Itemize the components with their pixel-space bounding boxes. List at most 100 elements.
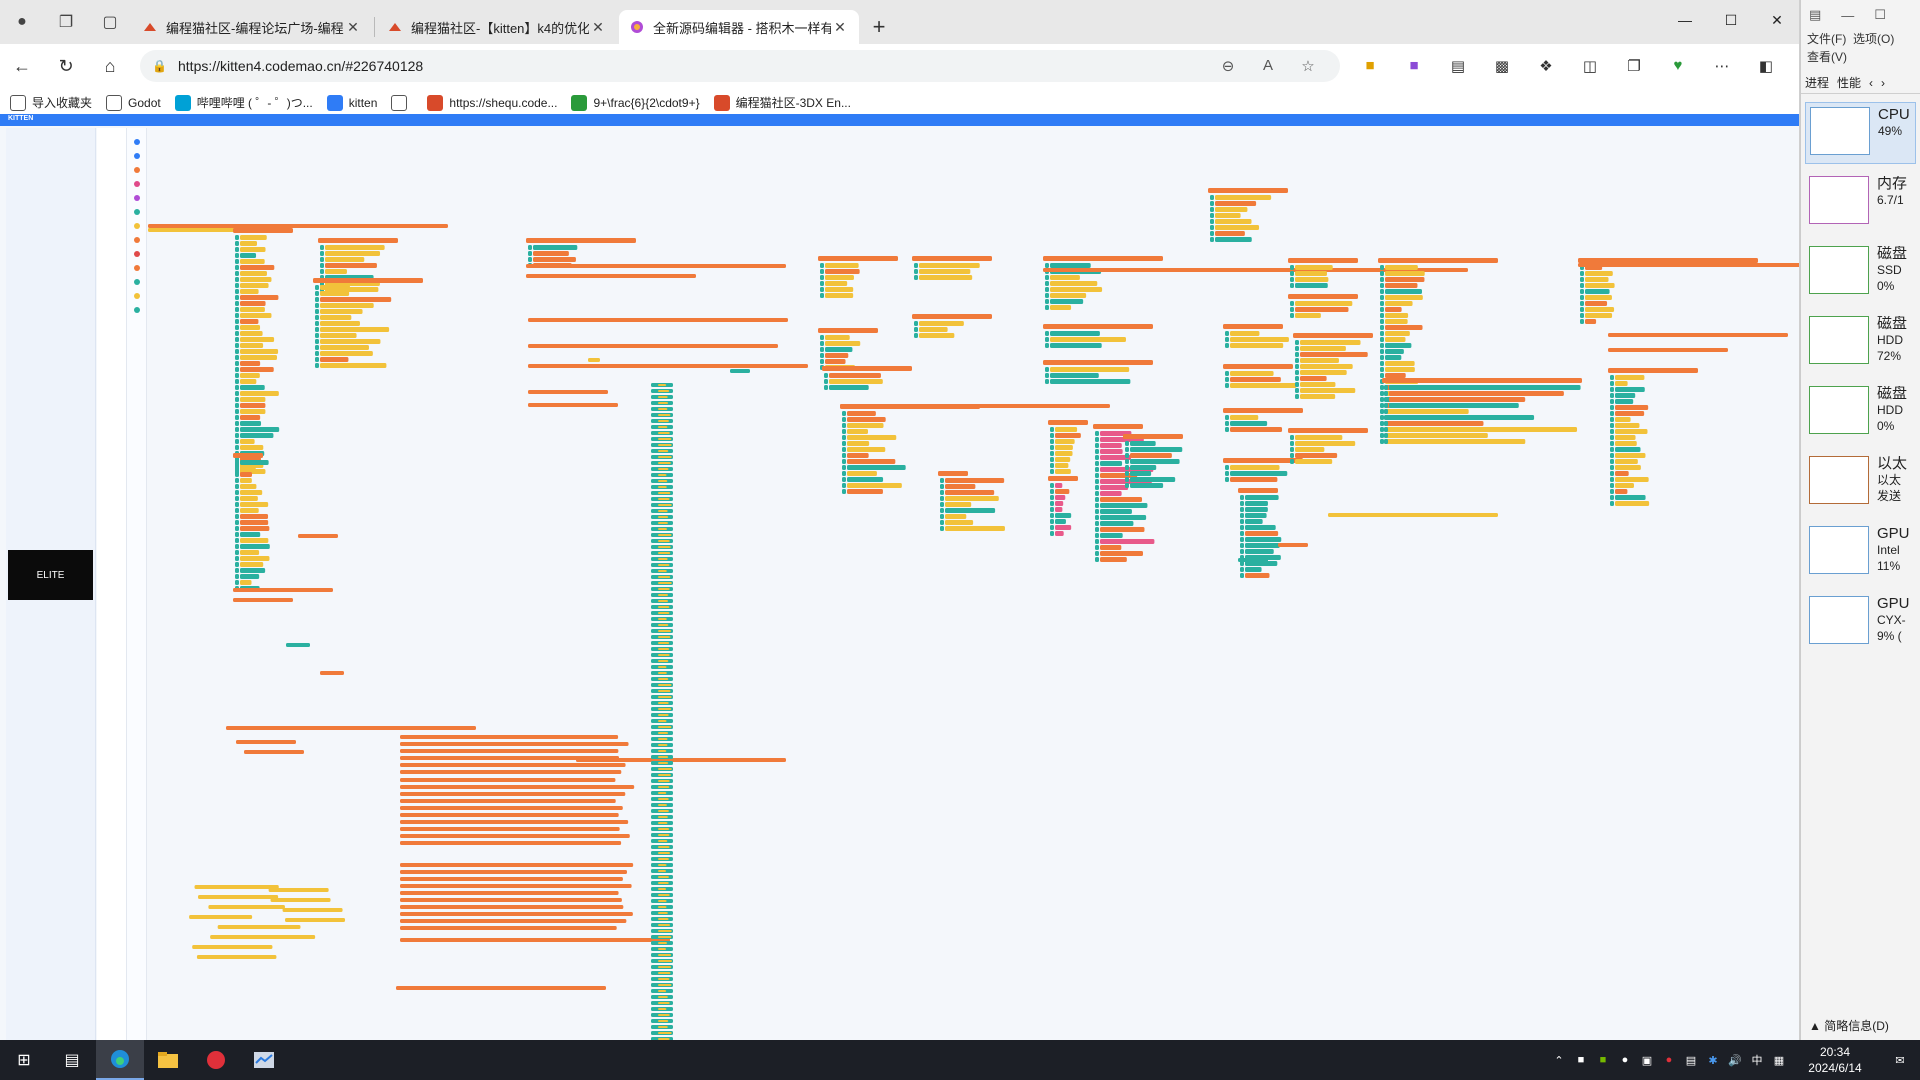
code-block[interactable]: [1100, 455, 1131, 460]
scroll-right-icon[interactable]: ›: [1881, 75, 1886, 90]
code-block[interactable]: [268, 888, 329, 892]
code-block[interactable]: [1615, 477, 1649, 482]
extension-icon[interactable]: ▩: [1494, 58, 1510, 75]
code-block[interactable]: [1380, 409, 1384, 414]
code-block[interactable]: [1095, 473, 1099, 478]
code-block[interactable]: [658, 960, 672, 962]
code-block[interactable]: [320, 351, 373, 356]
code-block[interactable]: [315, 285, 319, 290]
qq-icon[interactable]: ●: [1621, 1054, 1629, 1066]
code-block[interactable]: [820, 287, 824, 292]
code-block[interactable]: [914, 321, 918, 326]
code-block[interactable]: [320, 297, 392, 302]
code-block[interactable]: [1095, 479, 1099, 484]
code-block[interactable]: [658, 936, 672, 938]
code-block[interactable]: [1050, 293, 1087, 298]
code-block[interactable]: [1295, 370, 1299, 375]
code-block[interactable]: [658, 570, 667, 572]
code-block[interactable]: [1225, 465, 1229, 470]
file-explorer-icon[interactable]: [144, 1040, 192, 1080]
code-block[interactable]: [1125, 471, 1129, 476]
code-block[interactable]: [842, 447, 846, 452]
code-block[interactable]: [240, 337, 275, 342]
code-block[interactable]: [1050, 495, 1054, 500]
code-block[interactable]: [1295, 313, 1321, 318]
code-block[interactable]: [658, 618, 667, 620]
code-block[interactable]: [1055, 483, 1063, 488]
code-block[interactable]: [658, 582, 672, 584]
code-block[interactable]: [1380, 319, 1384, 324]
code-block[interactable]: [1240, 537, 1244, 542]
code-block[interactable]: [1245, 567, 1262, 572]
code-block[interactable]: [1615, 483, 1634, 488]
code-block[interactable]: [1095, 533, 1099, 538]
code-block[interactable]: [1240, 495, 1244, 500]
ime-indicator[interactable]: 中: [1751, 1055, 1763, 1067]
code-block[interactable]: [1385, 301, 1413, 306]
code-block[interactable]: [1385, 295, 1423, 300]
code-block[interactable]: [240, 532, 261, 537]
code-block[interactable]: [658, 684, 672, 686]
code-block[interactable]: [658, 738, 668, 740]
code-block[interactable]: [240, 397, 266, 402]
code-block[interactable]: [658, 678, 669, 680]
code-block[interactable]: [842, 453, 846, 458]
code-block[interactable]: [658, 588, 670, 590]
code-block[interactable]: [235, 367, 239, 372]
code-block[interactable]: [914, 263, 918, 268]
code-block[interactable]: [1125, 459, 1129, 464]
code-block[interactable]: [658, 408, 668, 410]
code-block[interactable]: [320, 309, 363, 314]
code-block[interactable]: [1223, 364, 1293, 369]
code-block[interactable]: [1295, 265, 1333, 270]
code-block[interactable]: [400, 735, 619, 739]
code-block[interactable]: [240, 538, 269, 543]
code-block[interactable]: [235, 466, 239, 471]
code-block[interactable]: [658, 810, 669, 812]
code-block[interactable]: [1389, 421, 1484, 426]
code-block[interactable]: [914, 275, 918, 280]
code-block[interactable]: [658, 828, 670, 830]
code-block[interactable]: [1050, 463, 1054, 468]
code-block[interactable]: [825, 269, 860, 274]
code-block[interactable]: [1055, 457, 1071, 462]
code-block[interactable]: [1615, 399, 1634, 404]
code-block[interactable]: [847, 453, 869, 458]
summary-toggle[interactable]: ▲ 简略信息(D): [1809, 1018, 1889, 1034]
code-block[interactable]: [318, 238, 398, 243]
notification-icon[interactable]: ✉: [1895, 1054, 1905, 1067]
code-block[interactable]: [940, 478, 944, 483]
code-block[interactable]: [914, 333, 918, 338]
code-block[interactable]: [1295, 447, 1325, 452]
code-block[interactable]: [945, 502, 972, 507]
code-block[interactable]: [1095, 527, 1099, 532]
code-block[interactable]: [1225, 477, 1229, 482]
code-block[interactable]: [658, 876, 669, 878]
code-block[interactable]: [320, 263, 324, 268]
code-block[interactable]: [658, 942, 668, 944]
code-block[interactable]: [658, 732, 669, 734]
code-block[interactable]: [1300, 394, 1336, 399]
code-block[interactable]: [820, 359, 824, 364]
code-block[interactable]: [940, 502, 944, 507]
code-block[interactable]: [1295, 459, 1333, 464]
code-block[interactable]: [1295, 382, 1299, 387]
code-block[interactable]: [1608, 368, 1698, 373]
code-block[interactable]: [528, 344, 778, 348]
code-block[interactable]: [240, 472, 253, 477]
code-block[interactable]: [192, 945, 273, 949]
code-block[interactable]: [400, 891, 619, 895]
code-block[interactable]: [1380, 277, 1384, 282]
code-block[interactable]: [822, 366, 912, 371]
code-block[interactable]: [1045, 373, 1049, 378]
code-block[interactable]: [235, 385, 239, 390]
code-block[interactable]: [658, 672, 667, 674]
code-block[interactable]: [1615, 453, 1646, 458]
code-block[interactable]: [1050, 457, 1054, 462]
close-tab-icon[interactable]: ✕: [834, 18, 846, 35]
code-block[interactable]: [1230, 427, 1283, 432]
code-block[interactable]: [1610, 453, 1614, 458]
code-block[interactable]: [658, 606, 670, 608]
code-block[interactable]: [1585, 277, 1609, 282]
